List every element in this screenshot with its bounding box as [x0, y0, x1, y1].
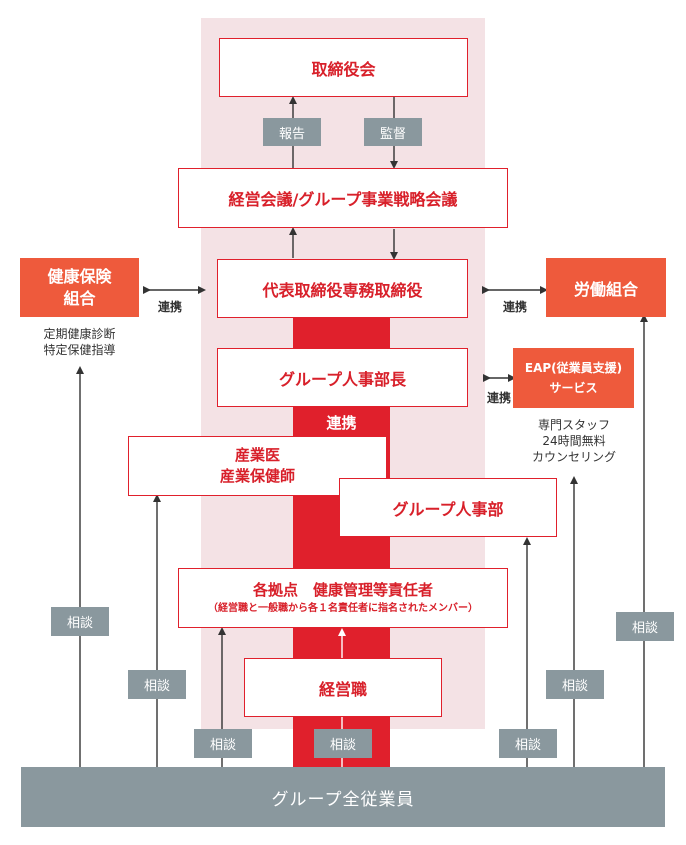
- doctor-label-line1: 産業医: [234, 446, 280, 464]
- doctor-box: 産業医 産業保健師: [128, 436, 387, 496]
- collab-bar-upper: [293, 318, 390, 350]
- consult-tag-union: 相談: [616, 612, 674, 641]
- insurance-note: 定期健康診断 特定保健指導: [20, 326, 139, 358]
- collab-left-label: 連携: [157, 300, 182, 314]
- eap-note-line3: カウンセリング: [531, 450, 616, 464]
- consult-tag-union-label: 相談: [631, 621, 658, 636]
- labor-union-label: 労働組合: [573, 279, 638, 299]
- insurance-note-line1: 定期健康診断: [43, 327, 116, 341]
- management-meeting-label: 経営会議/グループ事業戦略会議: [228, 190, 458, 209]
- managers-subtitle: （経営職と一般職から各１名責任者に指名されたメンバー）: [208, 603, 478, 614]
- eap-label-line2: サービス: [549, 381, 598, 395]
- group-hr-head-label: グループ人事部長: [278, 369, 407, 389]
- supervise-tag: 監督: [364, 118, 422, 146]
- eap-note: 専門スタッフ 24時間無料 カウンセリング: [510, 417, 638, 465]
- report-tag: 報告: [263, 118, 321, 146]
- eap-note-line2: 24時間無料: [542, 434, 606, 448]
- insurance-label-line2: 組合: [63, 288, 96, 308]
- managers-title: 各拠点 健康管理等責任者: [252, 581, 433, 599]
- group-hr-label: グループ人事部: [392, 499, 504, 519]
- consult-tag-doctor: 相談: [128, 670, 186, 699]
- consult-tag-eap: 相談: [546, 670, 604, 699]
- directors-label: 代表取締役専務取締役: [262, 280, 423, 300]
- directors-box: 代表取締役専務取締役: [217, 259, 468, 318]
- eap-note-line1: 専門スタッフ: [537, 418, 610, 432]
- consult-tag-insurance: 相談: [51, 607, 109, 636]
- insurance-union-box: 健康保険 組合: [20, 258, 139, 317]
- management-meeting-box: 経営会議/グループ事業戦略会議: [178, 168, 508, 228]
- executives-label: 経営職: [318, 679, 367, 699]
- group-hr-head-box: グループ人事部長: [217, 348, 468, 407]
- board-label: 取締役会: [311, 59, 376, 79]
- insurance-label-line1: 健康保険: [47, 266, 112, 286]
- managers-box: 各拠点 健康管理等責任者 （経営職と一般職から各１名責任者に指名されたメンバー）: [178, 568, 508, 628]
- eap-label-line1: EAP(従業員支援): [524, 361, 623, 375]
- consult-tag-executives: 相談: [314, 729, 372, 758]
- board-box: 取締役会: [219, 38, 468, 97]
- doctor-label-line2: 産業保健師: [219, 467, 295, 485]
- eap-box: EAP(従業員支援) サービス: [513, 348, 634, 408]
- collab-right-label: 連携: [502, 300, 527, 314]
- employees-bar: グループ全従業員: [21, 767, 665, 827]
- labor-union-box: 労働組合: [546, 258, 666, 317]
- executives-box: 経営職: [244, 658, 442, 717]
- employees-label: グループ全従業員: [271, 789, 415, 810]
- collab-eap-label: 連携: [486, 391, 511, 405]
- consult-tag-hr: 相談: [499, 729, 557, 758]
- insurance-note-line2: 特定保健指導: [43, 343, 116, 357]
- group-hr-box: グループ人事部: [339, 478, 557, 537]
- collab-center-label: 連携: [326, 414, 357, 432]
- consult-tag-managers: 相談: [194, 729, 252, 758]
